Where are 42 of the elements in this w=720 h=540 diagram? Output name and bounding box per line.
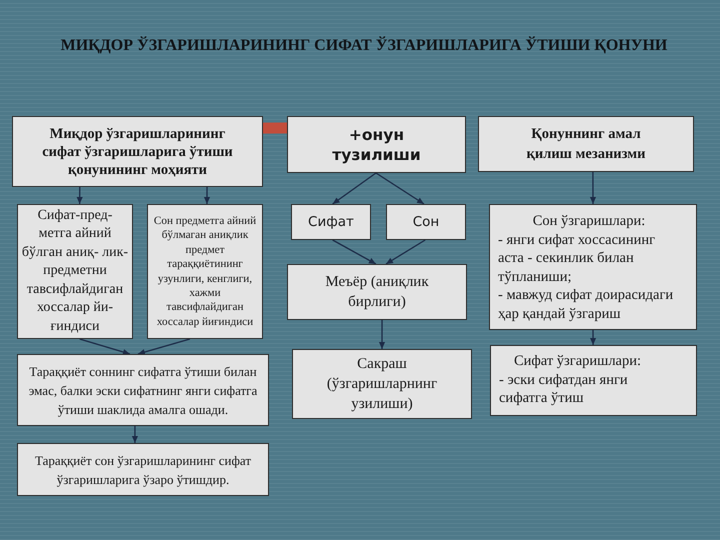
text-box xyxy=(291,204,371,240)
box-text: Тараққиёт соннинг сифатга ўтиши билан эмас, балки эски сифатнинг янги сифатга ўтиши шаклида амалга ошади. xyxy=(28,362,258,418)
arrow xyxy=(79,338,130,355)
box-text: Тараққиёт сон ўзгаришларининг сифат ўзгаришларига ўзаро ўтишдир. xyxy=(34,452,252,488)
arrow xyxy=(590,172,596,204)
box-text: Сифат xyxy=(308,213,354,231)
diagram-title: МИҚДОР ЎЗГАРИШЛАРИНИНГ СИФАТ ЎЗГАРИШЛАРИГА ЎТИШИ ҚОНУНИ xyxy=(60,37,668,54)
arrow xyxy=(132,426,138,443)
arrow xyxy=(138,338,190,355)
box-heading: Сифат ўзгаришлари: xyxy=(514,352,642,370)
arrow xyxy=(378,320,386,349)
box-text: - мавжуд сифат доирасидаги ҳар қандай ўзгариш xyxy=(498,286,674,323)
arrow xyxy=(590,330,596,345)
text-box xyxy=(386,204,466,240)
arrow xyxy=(386,239,426,265)
box-text: +онун тузилиши xyxy=(331,124,422,164)
text-box xyxy=(292,349,472,419)
text-box xyxy=(147,204,263,339)
text-box xyxy=(490,345,697,416)
text-box xyxy=(489,204,697,330)
text-box xyxy=(287,116,466,173)
box-text: Меъёр (аниқлик бирлиги) xyxy=(324,273,430,312)
text-box xyxy=(478,116,694,172)
arrow xyxy=(376,172,424,205)
connector-bar xyxy=(262,122,288,134)
box-text: Сифат-пред- метга айний бўлган аниқ- лик-предметни тавсифлайдиган хоссалар йи- ғиндиси xyxy=(21,206,129,336)
box-text: Сакраш (ўзгаришларнинг узилиши) xyxy=(326,355,438,414)
text-box xyxy=(17,354,269,426)
text-box xyxy=(12,116,263,187)
arrow xyxy=(76,187,83,204)
box-text: - эски сифатдан янги сифатга ўтиш xyxy=(499,370,629,408)
box-text: Сон xyxy=(412,213,440,231)
box-text: - янги сифат хоссасининг аста - секинлик билан тўпланиши; xyxy=(498,230,656,286)
box-heading: Сон ўзгаришлари: xyxy=(532,212,646,230)
box-text: Сон предметга айний бўлмаган аниқлик предмет тараққиётининг узунлиги, кенглиги, хажми тавсифлайдиган хоссалар йиғиндиси xyxy=(152,214,258,330)
text-box xyxy=(17,443,269,496)
box-text: Қонуннинг амал қилиш мезанизми xyxy=(525,125,647,164)
arrow xyxy=(332,172,376,205)
text-box xyxy=(287,264,467,320)
box-text: Миқдор ўзгаришларининг сифат ўзгаришларига ўтиши қонунининг моҳияти xyxy=(41,124,234,178)
arrow xyxy=(204,187,210,204)
arrow xyxy=(332,239,376,265)
